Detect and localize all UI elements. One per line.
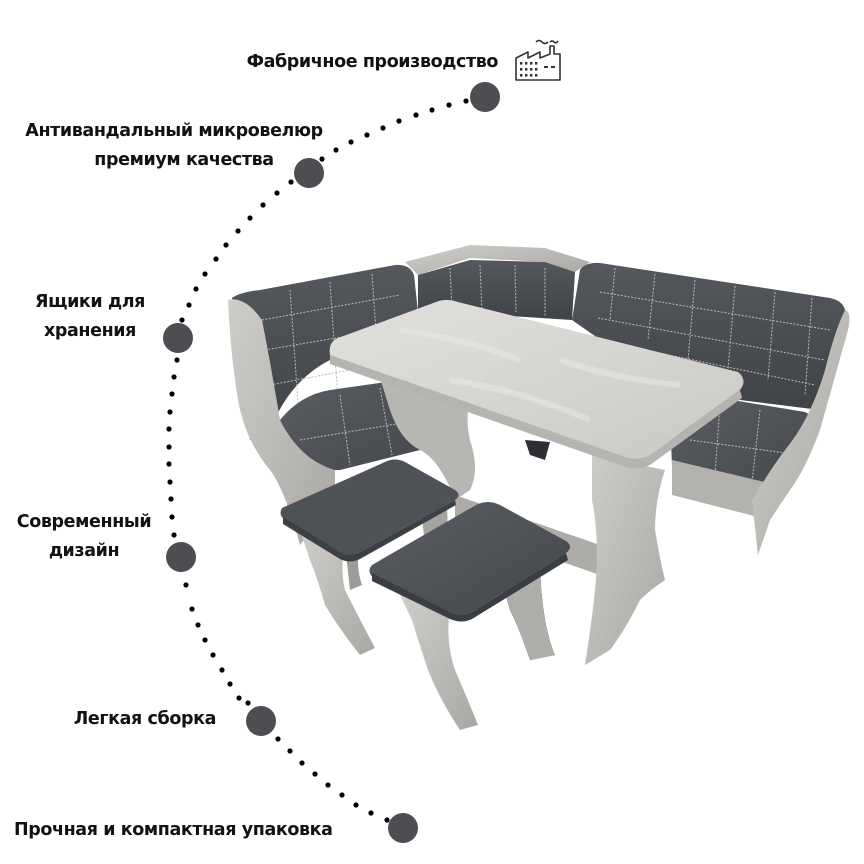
feature-storage: Ящики для хранения <box>20 288 160 346</box>
feature-microvelour-line-1: Антивандальный микровелюр <box>25 121 323 141</box>
node-design <box>166 542 196 572</box>
node-assembly <box>246 706 276 736</box>
feature-assembly: Легкая сборка <box>40 705 217 734</box>
feature-microvelour: Антивандальный микровелюр премиум качест… <box>0 117 348 175</box>
table-underside-shadow <box>525 440 550 460</box>
node-storage <box>163 323 193 353</box>
sofa-right-back <box>572 262 846 410</box>
feature-factory: Фабричное производство <box>190 48 499 77</box>
feature-storage-line-2: хранения <box>44 321 136 341</box>
table-top <box>329 300 744 469</box>
node-factory <box>470 82 500 112</box>
sofa-left-side-panel <box>228 299 335 545</box>
feature-design-line-1: Современный <box>16 512 152 532</box>
path-nodes <box>163 82 500 843</box>
feature-storage-line-1: Ящики для <box>35 292 145 312</box>
stool-right <box>369 502 570 730</box>
table-leg-left <box>380 378 475 500</box>
feature-design: Современный дизайн <box>0 508 168 566</box>
node-packaging <box>388 813 418 843</box>
factory-icon <box>515 39 561 81</box>
corner-shelf <box>405 245 590 275</box>
node-microvelour <box>294 158 324 188</box>
feature-assembly-text: Легкая сборка <box>73 709 217 729</box>
sofa-right-side-panel <box>752 310 850 555</box>
path-dots <box>166 98 469 823</box>
feature-microvelour-line-2: премиум качества <box>94 150 274 170</box>
table-leg-right <box>585 455 665 665</box>
feature-design-line-2: дизайн <box>48 541 120 561</box>
feature-packaging: Прочная и компактная упаковка <box>14 816 384 845</box>
feature-packaging-text: Прочная и компактная упаковка <box>14 820 333 840</box>
feature-factory-text: Фабричное производство <box>246 52 499 72</box>
